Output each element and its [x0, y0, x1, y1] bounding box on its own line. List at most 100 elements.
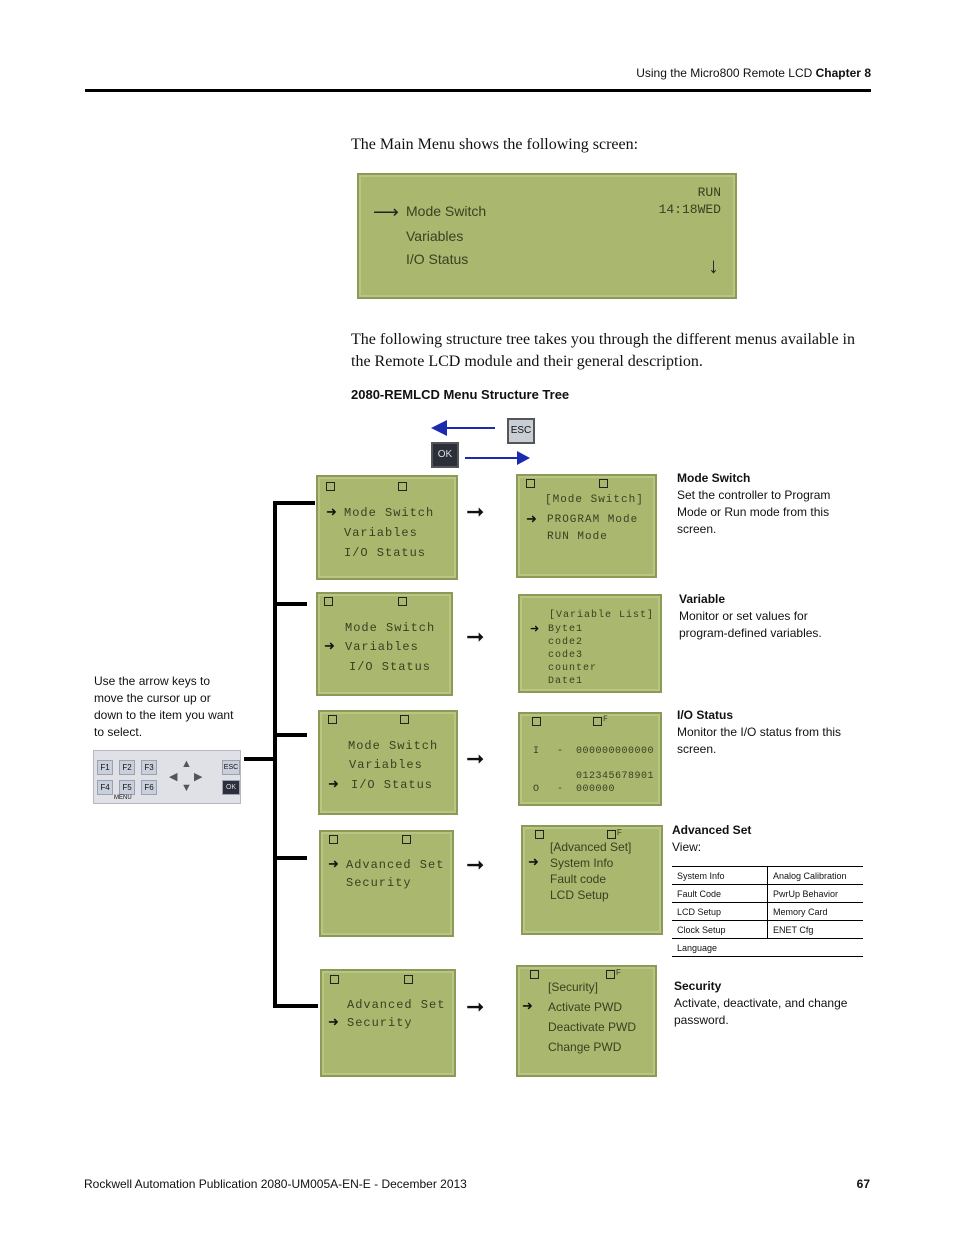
indicator-icon: [330, 975, 339, 984]
f2-key-icon: F2: [119, 760, 135, 775]
indicator-icon: [402, 835, 411, 844]
esc-key-icon: ESC: [507, 418, 535, 444]
desc-title: Variable: [679, 592, 726, 606]
running-header: Using the Micro800 Remote LCD Chapter 8: [636, 66, 871, 80]
tree-branch: [273, 1004, 318, 1008]
bit-index: 012345678901: [576, 771, 655, 782]
lcd-item: counter: [548, 663, 598, 674]
cursor-arrow-icon: ➜: [522, 998, 533, 1013]
desc-title: I/O Status: [677, 708, 734, 722]
indicator-icon: [535, 830, 544, 839]
lcd-variable-list: [Variable List] ➜ Byte1 code2 code3 coun…: [518, 594, 662, 693]
tree-branch: [273, 733, 307, 737]
lcd-item: Variables: [344, 526, 418, 540]
output-label: O: [533, 784, 540, 795]
indicator-icon: [398, 482, 407, 491]
arrow-pad-icon: ▲ ▼ ◀ ▶: [169, 758, 203, 794]
nav-arrow-icon: ➞: [466, 499, 485, 524]
tree-bracket: [273, 501, 277, 1008]
lcd-mode-switch: [Mode Switch] ➜ PROGRAM Mode RUN Mode: [516, 474, 657, 578]
keypad-image: F1 F2 F3 F4 F5 F6 ▲ ▼ ◀ ▶ ESC OK MENU: [93, 750, 241, 804]
lcd-item: code3: [548, 650, 584, 661]
tree-branch: [273, 501, 315, 505]
lcd-title: [Variable List]: [549, 610, 655, 621]
indicator-icon: [400, 715, 409, 724]
cursor-arrow-icon: ➜: [526, 511, 537, 526]
nav-arrow-icon: ➞: [466, 624, 485, 649]
main-lcd-status: RUN: [697, 185, 721, 200]
tree-branch: [273, 856, 307, 860]
function-indicator: F: [617, 828, 622, 837]
indicator-icon: [398, 597, 407, 606]
tree-paragraph: The following structure tree takes you t…: [351, 331, 855, 370]
cursor-arrow-icon: ➜: [328, 1014, 339, 1029]
ok-key-icon: OK: [431, 442, 459, 468]
back-arrow-icon: [431, 420, 447, 436]
f1-key-icon: F1: [97, 760, 113, 775]
f3-key-icon: F3: [141, 760, 157, 775]
indicator-icon: [329, 835, 338, 844]
f4-key-icon: F4: [97, 780, 113, 795]
lcd-item: code2: [548, 637, 584, 648]
lcd-item: Activate PWD: [548, 1000, 623, 1014]
tree-branch: [273, 602, 307, 606]
intro-text: The Main Menu shows the following screen…: [351, 136, 639, 153]
lcd-security-selected: Advanced Set ➜ Security: [320, 969, 456, 1077]
nav-arrow-icon: ➞: [466, 994, 485, 1019]
desc-advanced-set: Advanced Set View:: [672, 822, 862, 856]
lcd-item: Mode Switch: [345, 621, 436, 635]
lcd-item: Advanced Set: [347, 998, 446, 1012]
table-cell: Clock Setup: [672, 920, 768, 939]
lcd-item: Byte1: [548, 624, 584, 635]
indicator-icon: [599, 479, 608, 488]
desc-variable: Variable Monitor or set values for progr…: [679, 591, 859, 642]
main-lcd-item: Variables: [406, 228, 464, 244]
indicator-icon: [324, 597, 333, 606]
tree-title: 2080-REMLCD Menu Structure Tree: [351, 387, 570, 402]
desc-text: Activate, deactivate, and change passwor…: [674, 996, 848, 1027]
back-arrow-line: [445, 427, 495, 429]
lcd-item: I/O Status: [351, 778, 434, 792]
lcd-item: PROGRAM Mode: [547, 514, 639, 526]
indicator-icon: [532, 717, 541, 726]
header-chapter: Chapter 8: [815, 66, 871, 80]
enter-arrow-line: [465, 457, 517, 459]
main-lcd-time: 14:18WED: [658, 202, 721, 217]
table-row: Language: [672, 938, 863, 957]
table-cell: PwrUp Behavior: [767, 884, 863, 903]
desc-io-status: I/O Status Monitor the I/O status from t…: [677, 707, 857, 758]
footer-publication: Rockwell Automation Publication 2080-UM0…: [84, 1177, 467, 1191]
indicator-icon: [530, 970, 539, 979]
table-cell: Analog Calibration: [767, 866, 863, 885]
indicator-icon: [593, 717, 602, 726]
f5-key-icon: F5: [119, 780, 135, 795]
function-indicator: F: [616, 968, 621, 977]
cursor-arrow-icon: ➜: [530, 623, 540, 635]
lcd-item: Mode Switch: [348, 739, 439, 753]
lcd-title: [Security]: [548, 980, 599, 994]
desc-text: Monitor or set values for program-define…: [679, 609, 822, 640]
desc-mode-switch: Mode Switch Set the controller to Progra…: [677, 470, 857, 538]
lcd-item: Deactivate PWD: [548, 1020, 637, 1034]
desc-security: Security Activate, deactivate, and chang…: [674, 978, 854, 1029]
desc-title: Advanced Set: [672, 823, 752, 837]
lcd-main-io-selected: Mode Switch Variables ➜ I/O Status: [318, 710, 458, 815]
table-cell: ENET Cfg: [767, 920, 863, 939]
cursor-arrow-icon: ➜: [528, 854, 539, 869]
main-lcd-item: I/O Status: [406, 251, 469, 267]
indicator-icon: [606, 970, 615, 979]
cursor-arrow-icon: ➜: [328, 856, 339, 871]
down-arrow-icon: ↓: [708, 253, 719, 278]
header-section: Using the Micro800 Remote LCD: [636, 66, 813, 80]
function-indicator: F: [603, 715, 608, 724]
main-lcd-screen: ⟶ Mode Switch Variables I/O Status RUN 1…: [357, 173, 737, 299]
cursor-arrow-icon: ➜: [324, 638, 335, 653]
indicator-icon: [326, 482, 335, 491]
lcd-item: Variables: [349, 758, 423, 772]
table-cell: Fault Code: [672, 884, 768, 903]
side-note: Use the arrow keys to move the cursor up…: [94, 674, 234, 739]
